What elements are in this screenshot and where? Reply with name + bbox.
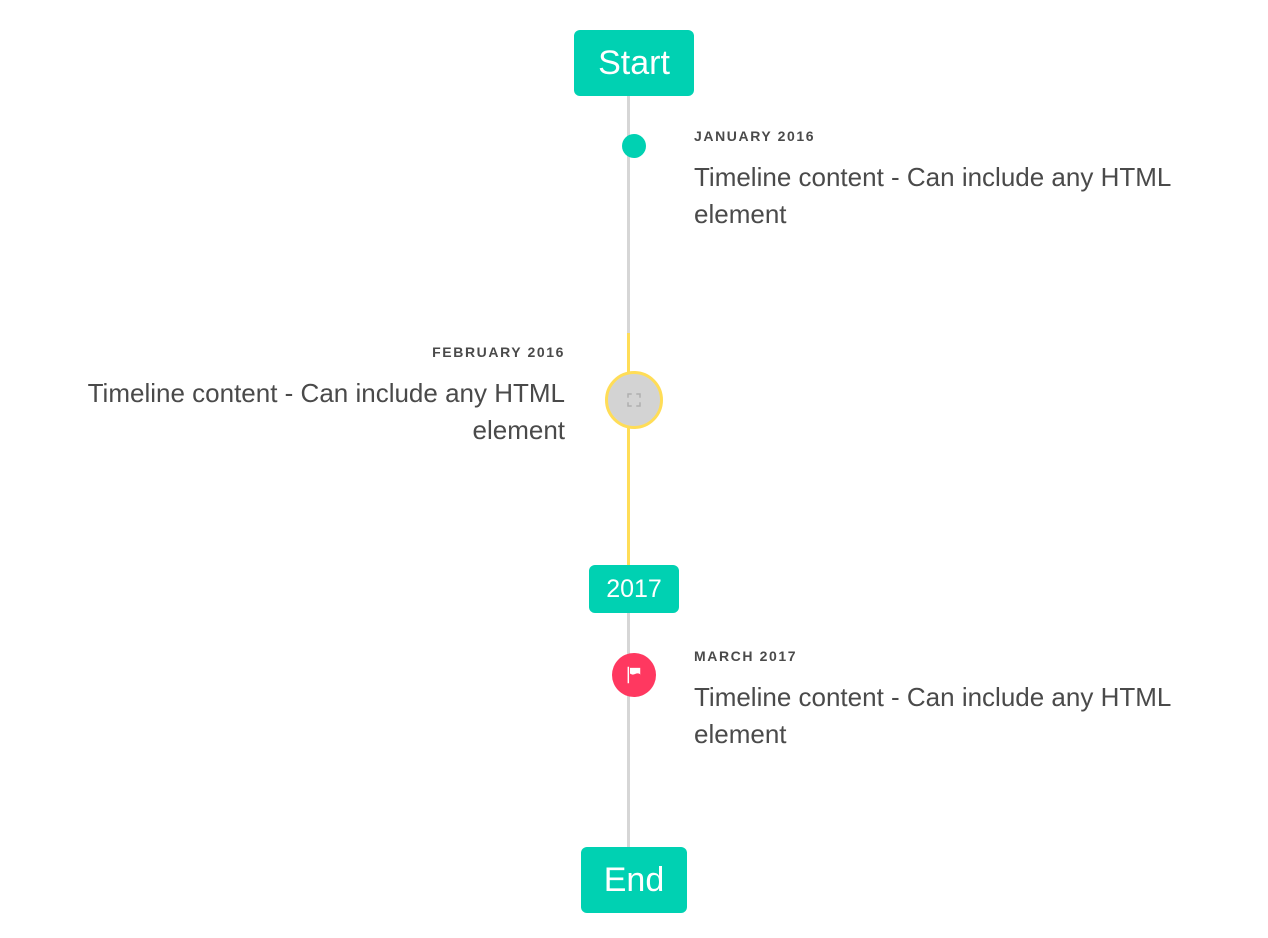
timeline-header-start-label: Start — [598, 44, 670, 82]
timeline-item-body: JANUARY 2016 Timeline content - Can incl… — [694, 128, 1218, 233]
flag-glyph — [627, 666, 641, 684]
timeline-header-start[interactable]: Start — [574, 30, 694, 96]
flag-icon — [612, 653, 656, 697]
timeline-item-body: FEBRUARY 2016 Timeline content - Can inc… — [40, 344, 565, 449]
timeline-item-text: Timeline content - Can include any HTML … — [694, 161, 1171, 229]
timeline-rail-top — [627, 94, 630, 333]
timeline-year-divider-label: 2017 — [606, 574, 662, 603]
broken-image-icon — [605, 371, 663, 429]
timeline-item-text: Timeline content - Can include any HTML … — [87, 377, 565, 445]
dot-icon — [622, 134, 646, 158]
timeline-item-body: MARCH 2017 Timeline content - Can includ… — [694, 648, 1218, 753]
timeline-item-heading: JANUARY 2016 — [694, 128, 816, 144]
timeline-item-heading: FEBRUARY 2016 — [432, 344, 565, 360]
timeline-year-divider[interactable]: 2017 — [589, 565, 679, 613]
broken-image-glyph — [627, 393, 641, 407]
timeline-footer-end-label: End — [603, 861, 665, 899]
timeline-rail-active — [627, 333, 630, 565]
timeline-item-text: Timeline content - Can include any HTML … — [694, 681, 1171, 749]
timeline-item-heading: MARCH 2017 — [694, 648, 798, 664]
timeline-footer-end[interactable]: End — [581, 847, 687, 913]
timeline-rail-bottom — [627, 613, 630, 850]
